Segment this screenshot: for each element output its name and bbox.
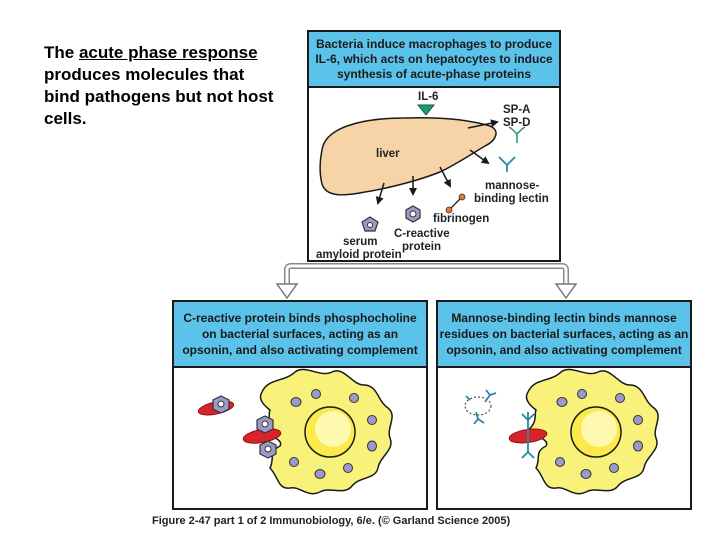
saa-label-line1: serum — [343, 236, 378, 248]
fibrinogen-label: fibrinogen — [433, 213, 490, 225]
branch-arrow — [275, 263, 578, 300]
left-bacterium-free — [197, 395, 235, 416]
intro-text: The acute phase response produces molecu… — [44, 42, 284, 130]
right-header-line-1: Mannose-binding lectin binds mannose — [451, 311, 677, 325]
right-macrophage — [525, 368, 659, 495]
mbl-label-line2: binding lectin — [474, 193, 549, 205]
spd-label: SP-D — [503, 117, 531, 129]
il6-label: IL-6 — [418, 91, 439, 103]
crp-label-line2: protein — [402, 241, 441, 253]
intro-part2: produces molecules that bind pathogens b… — [44, 65, 274, 128]
top-header-line-3: synthesis of acute-phase proteins — [336, 67, 532, 81]
crp-label-line1: C-reactive — [394, 228, 450, 240]
saa-icon — [361, 216, 379, 232]
sp-glyph-icon — [508, 126, 526, 143]
liver-label: liver — [376, 148, 400, 160]
left-macrophage — [259, 368, 393, 495]
right-header-line-2: residues on bacterial surfaces, acting a… — [439, 327, 689, 341]
arrow-to-spa — [467, 119, 499, 129]
liver-shape — [319, 117, 497, 196]
il6-triangle — [416, 104, 436, 116]
right-panel-header: Mannose-binding lectin binds mannose res… — [438, 302, 690, 368]
saa-label-line2: amyloid protein — [316, 249, 402, 261]
spa-label: SP-A — [503, 104, 531, 116]
left-bacterium-bound — [242, 415, 282, 459]
mbl-glyph-icon — [498, 156, 516, 172]
left-header-line-3: opsonin, and also activating complement — [182, 343, 418, 357]
intro-underlined-term: acute phase response — [78, 43, 258, 62]
left-panel-header: C-reactive protein binds phosphocholine … — [174, 302, 426, 368]
top-header-line-2: IL-6, which acts on hepatocytes to induc… — [315, 52, 553, 66]
left-header-line-2: on bacterial surfaces, acting as an — [201, 327, 399, 341]
left-header-line-1: C-reactive protein binds phosphocholine — [183, 311, 417, 325]
top-panel-header: Bacteria induce macrophages to produce I… — [309, 32, 559, 88]
right-free-mbl — [464, 389, 497, 425]
intro-part1: The — [44, 43, 79, 62]
figure-caption: Figure 2-47 part 1 of 2 Immunobiology, 6… — [152, 515, 511, 527]
arrow-to-fibrinogen — [439, 166, 451, 188]
crp-icon — [405, 205, 421, 223]
top-header-line-1: Bacteria induce macrophages to produce — [315, 37, 553, 51]
right-bacterium-bound — [508, 412, 548, 459]
right-header-line-3: opsonin, and also activating complement — [446, 343, 682, 357]
arrow-to-saa — [375, 182, 385, 205]
mbl-label-line1: mannose- — [485, 180, 540, 192]
arrow-to-mbl — [469, 149, 490, 165]
fibrinogen-icon — [445, 193, 466, 214]
